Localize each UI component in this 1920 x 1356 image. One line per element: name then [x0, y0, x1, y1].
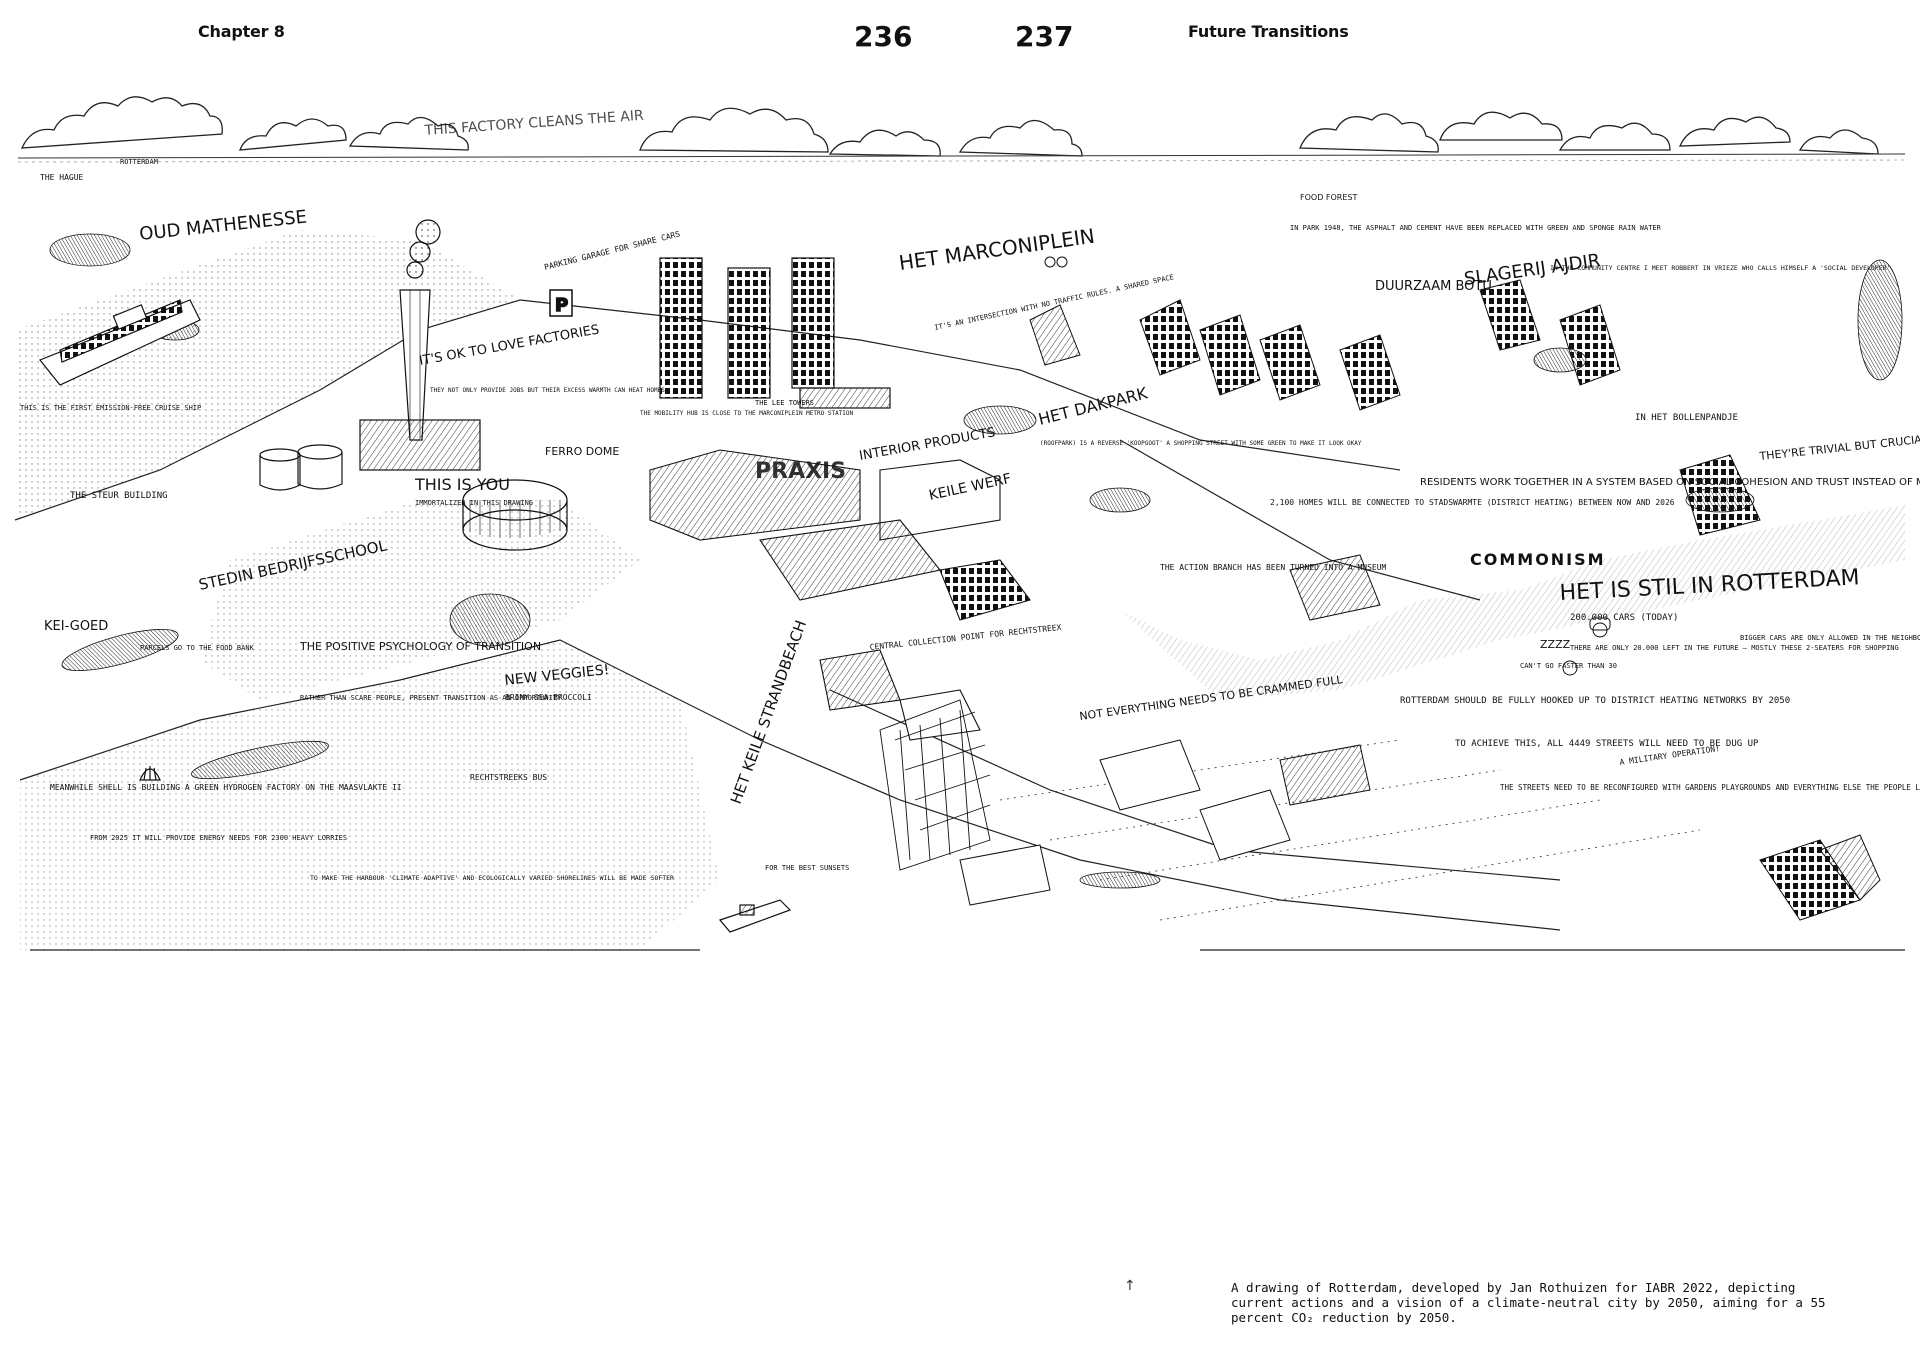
- label-food-forest: FOOD FOREST: [1300, 193, 1357, 202]
- label-the-hague: THE HAGUE: [40, 173, 84, 182]
- label-bigger-cars: BIGGER CARS ARE ONLY ALLOWED IN THE NEIG…: [1740, 634, 1920, 642]
- label-durzaam: DUURZAAM BOTU: [1375, 279, 1492, 294]
- cruise-ship: [39, 299, 201, 386]
- label-zzzz: ZZZZ: [1540, 638, 1571, 651]
- label-keile-strand: HET KEILE STRANDBEACH: [727, 618, 810, 807]
- label-factory-cleans-air: THIS FACTORY CLEANS THE AIR: [423, 108, 644, 139]
- label-ferro-dome: FERRO DOME: [545, 445, 619, 458]
- label-factories-sub: THEY NOT ONLY PROVIDE JOBS BUT THEIR EXC…: [430, 387, 665, 394]
- caption-arrow-icon: ↑: [1124, 1278, 1136, 1294]
- label-shell: MEANWHILE SHELL IS BUILDING A GREEN HYDR…: [50, 783, 402, 792]
- label-rechtstreeks-bus: RECHTSTREEKS BUS: [470, 773, 547, 782]
- residential-blocks: [1029, 279, 1881, 921]
- label-district-heating: ROTTERDAM SHOULD BE FULLY HOOKED UP TO D…: [1400, 696, 1790, 706]
- scaffold-tower: [879, 699, 991, 871]
- label-keile-strand-sub: FOR THE BEST SUNSETS: [765, 864, 849, 872]
- figure-caption: A drawing of Rotterdam, developed by Jan…: [1231, 1280, 1826, 1325]
- label-praxis: PRAXIS: [755, 459, 846, 484]
- label-residents: RESIDENTS WORK TOGETHER IN A SYSTEM BASE…: [1420, 477, 1920, 488]
- label-mobility-hub: THE MOBILITY HUB IS CLOSE TO THE MARCONI…: [640, 410, 854, 417]
- label-positive-psychology: THE POSITIVE PSYCHOLOGY OF TRANSITION: [299, 640, 541, 653]
- label-harbour-adaptive: TO MAKE THE HARBOUR 'CLIMATE ADAPTIVE' A…: [310, 874, 674, 882]
- parking-sign-icon: P: [549, 289, 573, 317]
- label-cars-future: THERE ARE ONLY 20.000 LEFT IN THE FUTURE…: [1570, 644, 1899, 652]
- chimney-factory: [259, 219, 481, 491]
- section-label: Future Transitions: [1188, 22, 1349, 41]
- label-kei-goed: KEI-GOED: [44, 619, 108, 634]
- svg-text:P: P: [555, 295, 568, 316]
- warehouses: [649, 449, 1031, 741]
- ferro-dome: [462, 479, 568, 551]
- label-lee-towers: THE LEE TOWERS: [755, 399, 814, 407]
- label-this-is-you-sub: IMMORTALIZED IN THIS DRAWING: [415, 499, 533, 507]
- small-vehicles: [1044, 256, 1611, 676]
- chapter-label: Chapter 8: [198, 22, 285, 41]
- lee-towers: [659, 257, 891, 409]
- label-stadswarmte: 2,100 HOMES WILL BE CONNECTED TO STADSWA…: [1270, 498, 1675, 507]
- label-dakpark: HET DAKPARK: [1036, 383, 1149, 429]
- label-marconiplein: HET MARCONIPLEIN: [897, 224, 1096, 275]
- label-this-is-you: THIS IS YOU: [414, 475, 510, 494]
- label-rotterdam-top: ROTTERDAM: [120, 158, 158, 166]
- label-lorries: FROM 2025 IT WILL PROVIDE ENERGY NEEDS F…: [90, 834, 347, 842]
- page-number-left: 236: [854, 20, 913, 53]
- label-reconfigured: THE STREETS NEED TO BE RECONFIGURED WITH…: [1500, 783, 1920, 792]
- clouds: [20, 96, 1879, 157]
- label-bollenpandje: IN HET BOLLENPANDJE: [1635, 413, 1738, 423]
- label-steur-building: THE STEUR BUILDING: [70, 491, 168, 501]
- page-number-right: 237: [1015, 20, 1074, 53]
- boat: [718, 899, 792, 933]
- water-hatching: [15, 230, 1905, 950]
- label-dakpark-sub: (ROOFPARK) IS A REVERSE 'KOOPGOOT' A SHO…: [1040, 440, 1362, 447]
- label-rechtstreex: CENTRAL COLLECTION POINT FOR RECHTSTREEX: [869, 623, 1062, 652]
- label-social-developer: IN THE COMMUNITY CENTRE I MEET ROBBERT I…: [1550, 264, 1890, 272]
- label-streets: TO ACHIEVE THIS, ALL 4449 STREETS WILL N…: [1455, 739, 1759, 749]
- label-cars-count: 200.000 CARS (TODAY): [1570, 613, 1678, 623]
- label-trivial-crucial: THEY'RE TRIVIAL BUT CRUCIAL FOR CHANGE: [1758, 424, 1920, 463]
- label-interior-products: INTERIOR PRODUCTS: [858, 425, 996, 464]
- label-food-bank: PARCELS GO TO THE FOOD BANK: [140, 644, 255, 652]
- label-opportunity: RATHER THAN SCARE PEOPLE, PRESENT TRANSI…: [300, 694, 562, 702]
- label-its-ok-factories: IT'S OK TO LOVE FACTORIES: [418, 322, 600, 368]
- shell-logo-icon: [139, 766, 161, 781]
- label-first-emission-free: THIS IS THE FIRST EMISSION-FREE CRUISE S…: [20, 404, 201, 412]
- label-commonism: COMMONISM: [1470, 550, 1606, 569]
- label-action-museum: THE ACTION BRANCH HAS BEEN TURNED INTO A…: [1160, 563, 1387, 572]
- label-park-1948: IN PARK 1948, THE ASPHALT AND CEMENT HAV…: [1290, 224, 1662, 232]
- label-briny: BRINY SEA-BROCCOLI: [505, 693, 592, 702]
- label-cant-go-faster: CAN'T GO FASTER THAN 30: [1520, 662, 1617, 670]
